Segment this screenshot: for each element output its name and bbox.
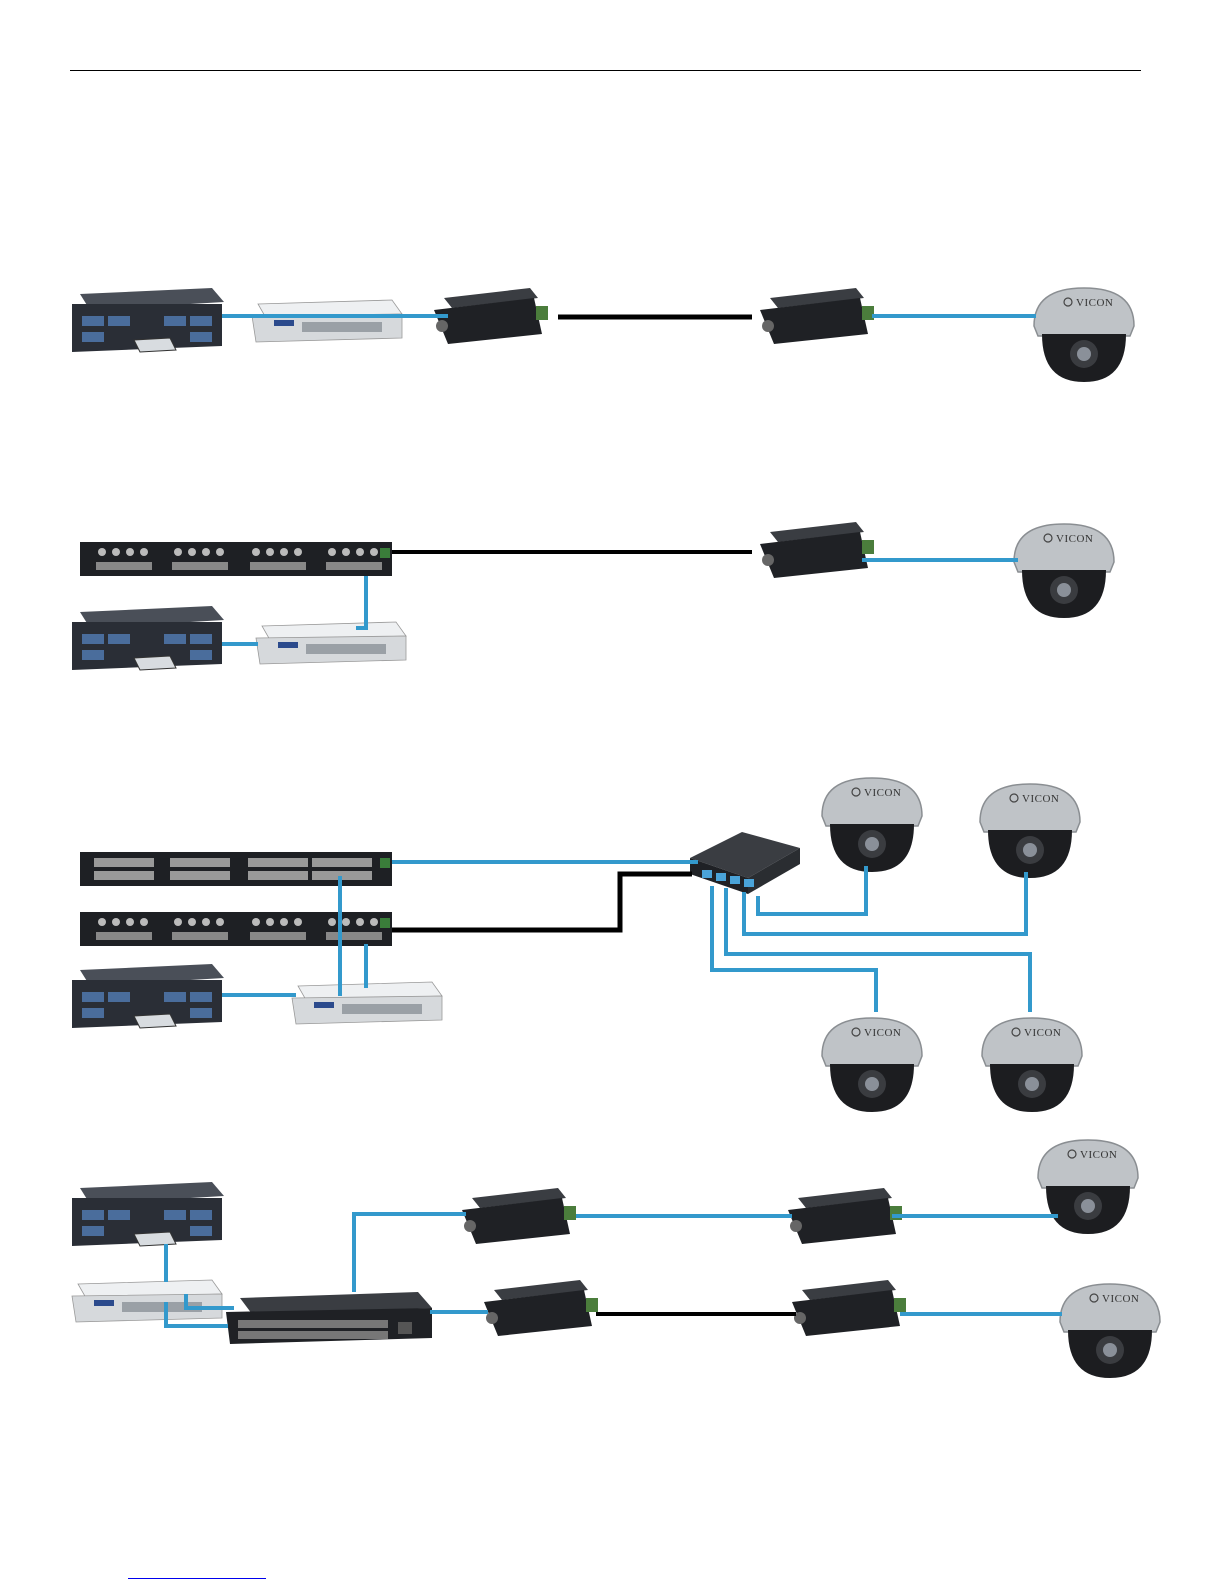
- ethernet-cable: [712, 886, 876, 1012]
- extender-icon: [760, 522, 874, 578]
- extender-icon: [792, 1280, 906, 1336]
- extender-icon: [788, 1188, 902, 1244]
- rack-mount-extender-panel-icon: [80, 542, 392, 576]
- dome-camera-icon: [1034, 288, 1134, 382]
- diagram-rack-mount-to-4-port-switch: [72, 778, 1082, 1112]
- dome-camera-icon: [1060, 1284, 1160, 1378]
- nvr-server-icon: [72, 964, 224, 1028]
- poe-switch-icon: [226, 1292, 432, 1344]
- nvr-server-icon: [72, 1182, 224, 1246]
- dome-camera-icon: [822, 1018, 922, 1112]
- network-switch-icon: [72, 1280, 222, 1322]
- nvr-server-icon: [72, 288, 224, 352]
- extender-icon: [760, 288, 874, 344]
- extender-icon: [484, 1280, 598, 1336]
- extender-icon: [434, 288, 548, 344]
- dome-camera-icon: [980, 784, 1080, 878]
- diagram-poe-switch-multi-extender: [72, 1140, 1160, 1378]
- footer-link[interactable]: [128, 1578, 266, 1579]
- coax-cable: [392, 874, 692, 930]
- ethernet-cable: [354, 1214, 466, 1292]
- nvr-server-icon: [72, 606, 224, 670]
- extender-icon: [462, 1188, 576, 1244]
- rack-mount-extender-panel-icon: [80, 912, 392, 946]
- diagram-point-to-point: [72, 288, 1134, 382]
- diagram-rack-mount-to-remote: [72, 522, 1114, 670]
- network-switch-icon: [292, 982, 442, 1024]
- dome-camera-icon: [822, 778, 922, 872]
- dome-camera-icon: [1014, 524, 1114, 618]
- network-switch-icon: [256, 622, 406, 664]
- rack-mount-panel-icon: [80, 852, 392, 886]
- dome-camera-icon: [982, 1018, 1082, 1112]
- ethernet-cable: [744, 872, 1026, 934]
- dome-camera-icon: [1038, 1140, 1138, 1234]
- ethernet-cable: [356, 576, 366, 628]
- network-switch-icon: [252, 300, 402, 342]
- poe-4-port-switch-icon: [690, 832, 800, 894]
